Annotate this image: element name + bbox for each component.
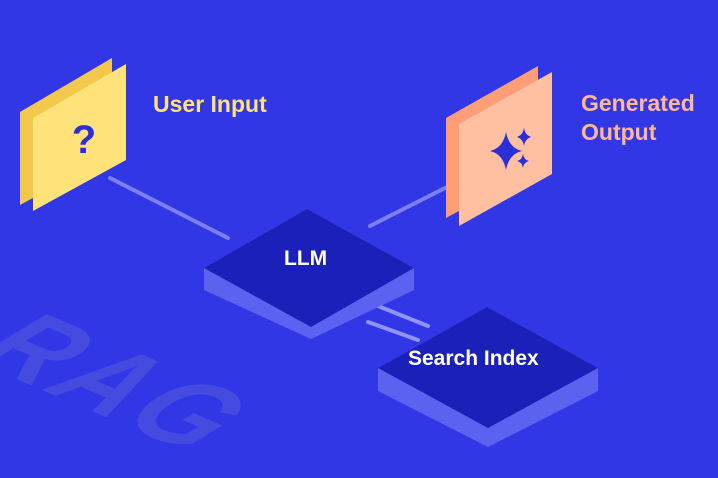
generated-output-label-line2: Output	[581, 118, 657, 145]
connector-llm-to-output	[368, 186, 447, 228]
connector-llm-to-search-b	[376, 304, 430, 328]
search-index-label: Search Index	[408, 347, 539, 370]
generated-output-label-line1: Generated	[581, 90, 695, 116]
llm-block	[204, 209, 414, 339]
connector-llm-to-search-a	[366, 320, 420, 342]
connector-user-to-llm	[108, 176, 230, 240]
user-input-label: User Input	[153, 91, 267, 117]
user-input-card: ?	[20, 58, 126, 211]
llm-label: LLM	[284, 247, 328, 270]
search-index-block	[378, 307, 598, 447]
generated-output-label: Generated Output	[581, 89, 695, 147]
question-mark-icon: ?	[72, 118, 96, 162]
generated-output-card	[446, 66, 552, 226]
sparkle-icon	[490, 128, 531, 170]
